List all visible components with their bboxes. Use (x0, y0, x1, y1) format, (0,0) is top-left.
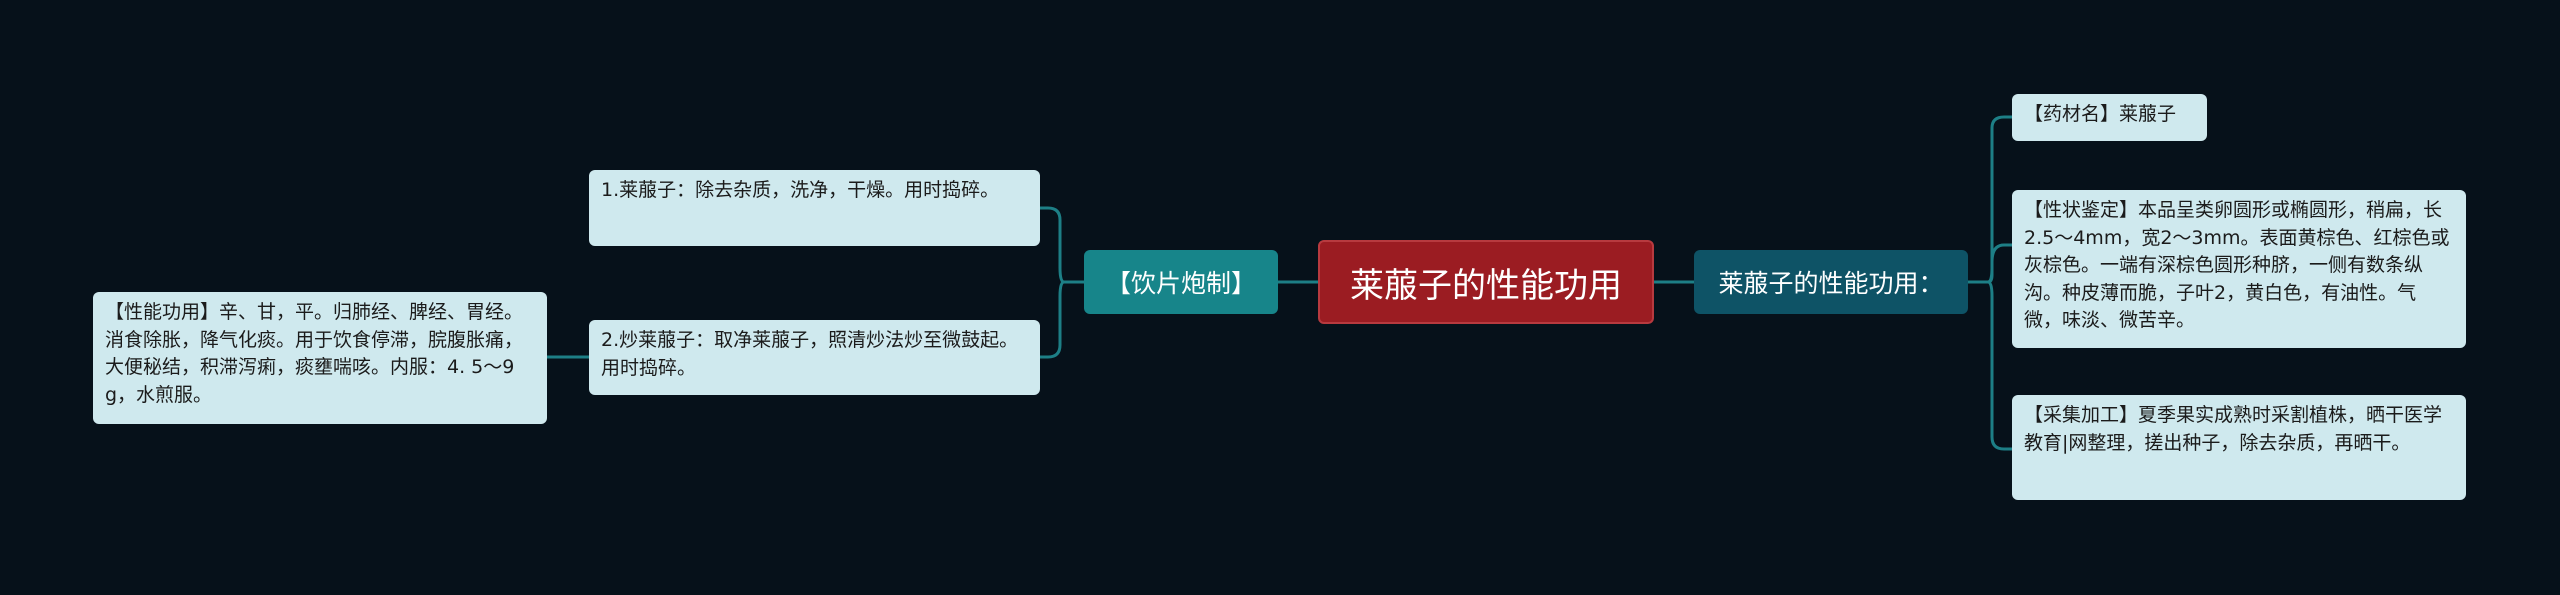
link-right-item-1 (1968, 115, 2012, 284)
left-sub-item-text: 【性能功用】辛、甘，平。归肺经、脾经、胃经。消食除胀，降气化痰。用于饮食停滞，脘… (105, 301, 524, 406)
left-sub-item[interactable]: 【性能功用】辛、甘，平。归肺经、脾经、胃经。消食除胀，降气化痰。用于饮食停滞，脘… (93, 292, 547, 424)
right-item-2-text: 【性状鉴定】本品呈类卵圆形或椭圆形，稍扁，长2.5～4mm，宽2～3mm。表面黄… (2024, 199, 2450, 332)
root-node[interactable]: 莱菔子的性能功用 (1318, 240, 1654, 324)
right-main-node[interactable]: 莱菔子的性能功用： (1694, 250, 1968, 314)
left-main-title: 【饮片炮制】 (1105, 269, 1256, 298)
link-left-item-2 (1040, 280, 1065, 359)
right-item-3-text: 【采集加工】夏季果实成熟时采割植株，晒干医学教育|网整理，搓出种子，除去杂质，再… (2024, 404, 2443, 454)
right-main-title: 莱菔子的性能功用： (1718, 269, 1944, 298)
left-main-node[interactable]: 【饮片炮制】 (1084, 250, 1278, 314)
link-right-item-2 (1987, 243, 2012, 284)
left-item-2[interactable]: 2.炒莱菔子：取净莱菔子，照清炒法炒至微鼓起。用时捣碎。 (589, 320, 1040, 395)
right-item-2[interactable]: 【性状鉴定】本品呈类卵圆形或椭圆形，稍扁，长2.5～4mm，宽2～3mm。表面黄… (2012, 190, 2466, 348)
link-right-item-3 (1987, 280, 2012, 451)
root-title: 莱菔子的性能功用 (1350, 265, 1622, 306)
left-item-2-text: 2.炒莱菔子：取净莱菔子，照清炒法炒至微鼓起。用时捣碎。 (601, 329, 1019, 379)
right-item-3[interactable]: 【采集加工】夏季果实成熟时采割植株，晒干医学教育|网整理，搓出种子，除去杂质，再… (2012, 395, 2466, 500)
left-item-1[interactable]: 1.莱菔子：除去杂质，洗净，干燥。用时捣碎。 (589, 170, 1040, 246)
link-left-item-1 (1040, 206, 1084, 284)
right-item-1[interactable]: 【药材名】莱菔子 (2012, 94, 2207, 141)
left-item-1-text: 1.莱菔子：除去杂质，洗净，干燥。用时捣碎。 (601, 179, 1000, 201)
right-item-1-text: 【药材名】莱菔子 (2024, 103, 2177, 125)
